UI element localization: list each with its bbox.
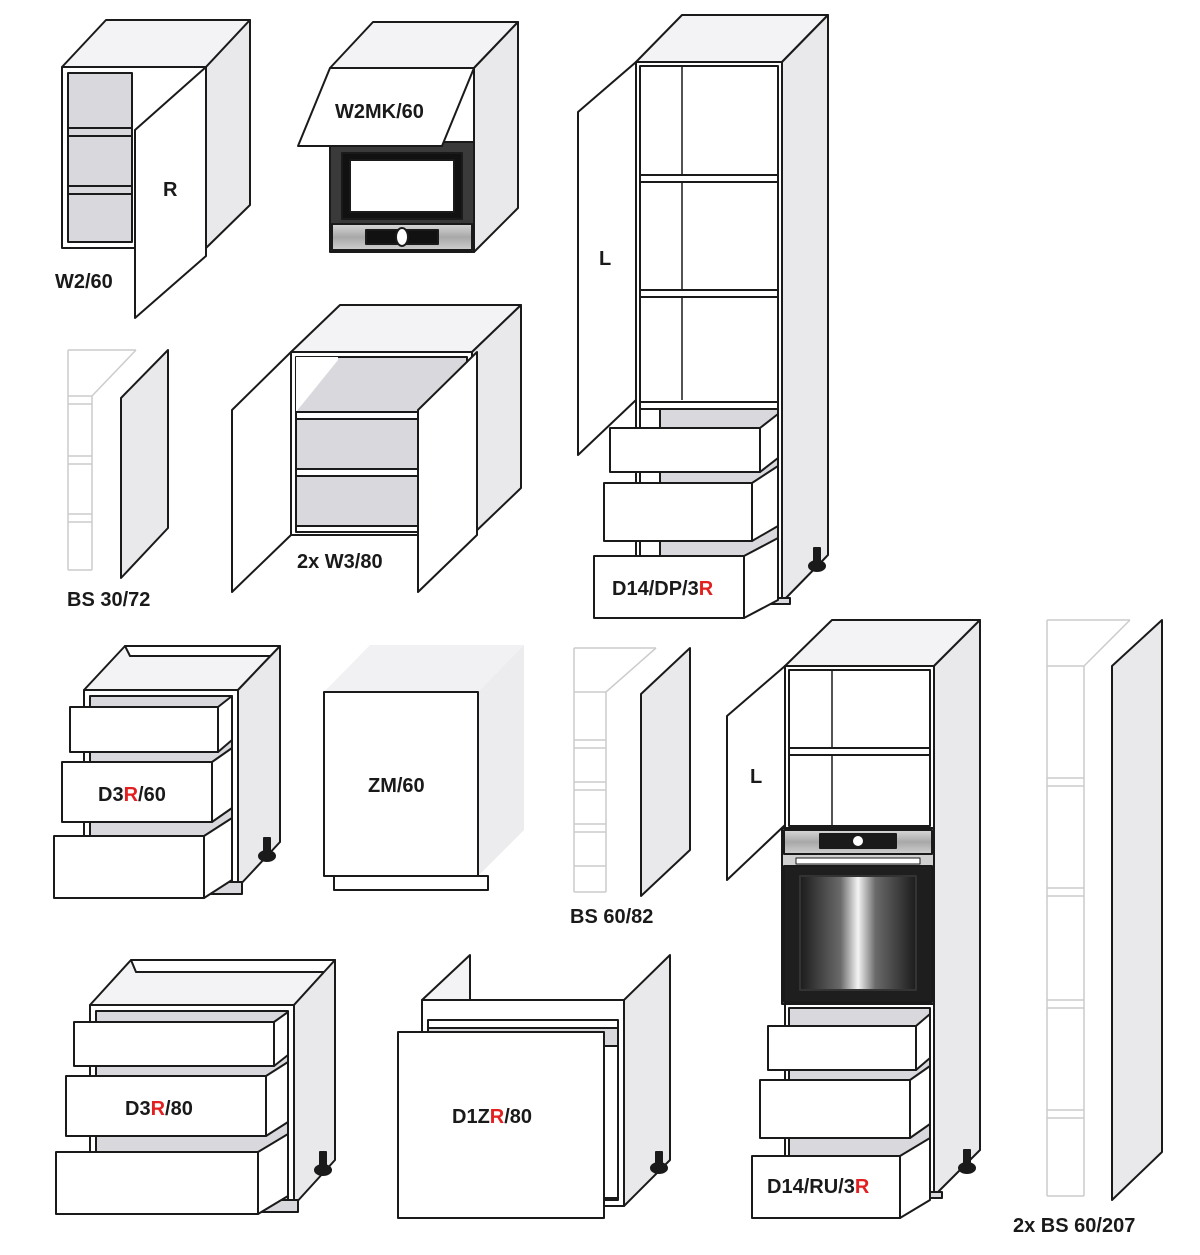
w3-left-door xyxy=(231,351,292,593)
tall-left-door xyxy=(577,61,637,456)
label-bs-60-82: BS 60/82 xyxy=(570,906,653,928)
cabinet-w2-60 xyxy=(61,19,251,319)
cabinet-d3r-80 xyxy=(55,959,336,1215)
label-d14-dp-3r: D14/DP/3R xyxy=(612,578,714,600)
label-d3r-80: D3R/80 xyxy=(125,1098,193,1120)
label-bs-30-72: BS 30/72 xyxy=(67,589,150,611)
d3r60-drawer-2 xyxy=(61,761,213,823)
label-d3r-60: D3R/60 xyxy=(98,784,166,806)
zm60-front-panel xyxy=(323,691,479,877)
d1zr80-front-door xyxy=(397,1031,605,1219)
label-w3-80: 2x W3/80 xyxy=(297,551,383,573)
panel-bs-60-82 xyxy=(573,647,691,897)
w2mk-flap-door xyxy=(297,67,475,147)
tall-drawer-2 xyxy=(603,482,753,542)
tall-drawer-1 xyxy=(609,427,761,473)
cabinet-tall-d14-ru xyxy=(726,619,981,1219)
label-w2mk-60: W2MK/60 xyxy=(335,101,424,123)
label-tall-door-l: L xyxy=(599,248,611,270)
label-w2-door-r: R xyxy=(163,179,178,201)
oven-drawer-1 xyxy=(767,1025,917,1071)
panel-bs-30-72 xyxy=(67,349,169,579)
cabinet-d1zr-80 xyxy=(397,954,671,1219)
oven-drawer-2 xyxy=(759,1079,911,1139)
panel-zm-60 xyxy=(323,645,524,891)
cabinet-w2mk-60 xyxy=(297,21,519,253)
label-w2-60: W2/60 xyxy=(55,271,113,293)
label-oven-door-l: L xyxy=(750,766,762,788)
label-zm-60: ZM/60 xyxy=(368,775,425,797)
label-d14-ru-3r: D14/RU/3R xyxy=(767,1176,870,1198)
tall-drawer-3 xyxy=(593,555,745,619)
cabinet-w3-80 xyxy=(231,304,522,593)
panel-bs-60-207 xyxy=(1046,619,1163,1201)
oven-cabinet-left-door xyxy=(726,665,786,881)
d3r60-drawer-3 xyxy=(53,835,205,899)
d3r60-drawer-1 xyxy=(69,706,219,753)
cabinet-d3r-60 xyxy=(53,645,281,899)
cabinet-tall-d14-dp xyxy=(577,14,829,619)
d3r80-drawer-1 xyxy=(73,1021,275,1067)
label-bs-60-207: 2x BS 60/207 xyxy=(1013,1215,1135,1237)
oven-drawer-3 xyxy=(751,1155,901,1219)
label-d1zr-80: D1ZR/80 xyxy=(452,1106,532,1128)
w3-right-door xyxy=(417,351,478,593)
d3r80-drawer-3 xyxy=(55,1151,259,1215)
w2-right-door xyxy=(134,66,207,319)
